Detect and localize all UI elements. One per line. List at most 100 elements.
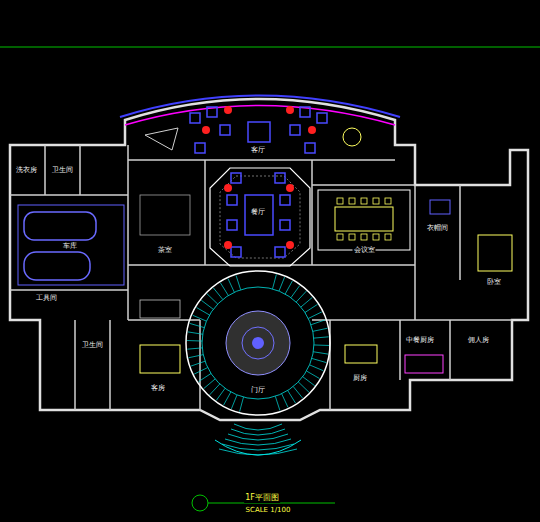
- stair-tread: [296, 291, 306, 302]
- floor-medallion: [242, 327, 274, 359]
- room-label: 餐厅: [250, 208, 266, 216]
- floor-medallion: [226, 311, 290, 375]
- stair-tread: [301, 297, 312, 307]
- stair-tread: [303, 377, 315, 386]
- stair-tread: [275, 396, 280, 410]
- room-name: 佣人房: [468, 336, 489, 344]
- car: [24, 212, 96, 240]
- room-name: 卧室: [487, 278, 501, 286]
- stair-tread: [193, 315, 207, 321]
- chair: [361, 234, 367, 240]
- entrance-step: [228, 434, 288, 440]
- room-name: 卫生间: [52, 166, 73, 174]
- room-name: 客厅: [251, 146, 265, 154]
- armchair: [224, 241, 232, 249]
- room-label: 佣人房: [467, 336, 490, 344]
- drawing-title: 1F平面图: [244, 492, 280, 503]
- stair-tread: [305, 304, 318, 312]
- round-table: [343, 128, 361, 146]
- elevator: [140, 300, 180, 318]
- rotunda-wall: [186, 271, 330, 415]
- room-label: 卫生间: [81, 341, 104, 349]
- stair-tread: [311, 320, 325, 325]
- room-name: 洗衣房: [16, 166, 37, 174]
- stair-tread: [190, 323, 204, 327]
- armchair: [308, 126, 316, 134]
- room-name: 厨房: [353, 374, 367, 382]
- chair: [373, 198, 379, 204]
- room-name: 中餐厨房: [406, 336, 434, 344]
- room-label: 卧室: [486, 278, 502, 286]
- stair-tread: [213, 288, 222, 300]
- stair-tread: [189, 355, 204, 358]
- armchair: [286, 241, 294, 249]
- chair: [385, 234, 391, 240]
- chair: [337, 198, 343, 204]
- room-name: 门厅: [251, 386, 265, 394]
- guest-bed: [140, 345, 180, 373]
- room-name: 衣帽间: [427, 224, 448, 232]
- island: [345, 345, 377, 363]
- room-name: 车库: [63, 242, 77, 250]
- room-name: 工具间: [36, 294, 57, 302]
- chair: [190, 113, 200, 123]
- chair: [385, 198, 391, 204]
- room-label: 客房: [150, 384, 166, 392]
- stair-tread: [306, 371, 319, 379]
- terrace-edge: [120, 96, 400, 118]
- stair-tread: [279, 277, 285, 291]
- stair-tread: [308, 312, 321, 319]
- stair-tread: [291, 286, 300, 298]
- stair-tread: [191, 361, 205, 366]
- entrance-step: [219, 449, 297, 455]
- table: [245, 195, 273, 235]
- room-name: 茶室: [158, 246, 172, 254]
- chair: [373, 234, 379, 240]
- room-label: 衣帽间: [426, 224, 449, 232]
- chair: [275, 247, 285, 257]
- armchair: [224, 106, 232, 114]
- stair-tread: [313, 328, 328, 331]
- chair: [280, 220, 290, 230]
- room-label: 厨房: [352, 374, 368, 382]
- entrance-step: [234, 424, 282, 430]
- stair-tread: [197, 308, 210, 316]
- car: [24, 252, 90, 280]
- stair-tread: [216, 388, 225, 400]
- floor-pattern: [220, 176, 300, 258]
- chair: [227, 220, 237, 230]
- room-label: 门厅: [250, 386, 266, 394]
- armchair: [286, 106, 294, 114]
- room-label: 工具间: [35, 294, 58, 302]
- chair: [361, 198, 367, 204]
- armchair: [224, 184, 232, 192]
- stair-tread: [198, 373, 211, 381]
- stair-tread: [224, 392, 231, 405]
- chair: [207, 107, 217, 117]
- coffee-table: [248, 122, 270, 142]
- octagon-hall: [210, 168, 310, 266]
- scale-note: SCALE 1/100: [245, 506, 292, 514]
- stair-tread: [204, 379, 215, 389]
- room-name: 餐厅: [251, 208, 265, 216]
- stair-tread: [293, 387, 302, 399]
- meeting-room-frame: [318, 190, 410, 250]
- chair: [317, 113, 327, 123]
- stair-tread: [314, 344, 329, 346]
- stair-tread: [313, 352, 328, 354]
- counter: [405, 355, 443, 373]
- chair: [195, 143, 205, 153]
- stair-tread: [298, 382, 309, 392]
- room-label: 会议室: [353, 246, 376, 254]
- border-line: [0, 47, 540, 48]
- room-name: 客房: [151, 384, 165, 392]
- tatami: [140, 195, 190, 235]
- room-label: 中餐厨房: [405, 336, 435, 344]
- room-label: 卫生间: [51, 166, 74, 174]
- room-name: 卫生间: [82, 341, 103, 349]
- entrance-step: [222, 444, 294, 450]
- room-label: 客厅: [250, 146, 266, 154]
- stair-tread: [240, 397, 244, 411]
- chair: [231, 173, 241, 183]
- chair: [227, 195, 237, 205]
